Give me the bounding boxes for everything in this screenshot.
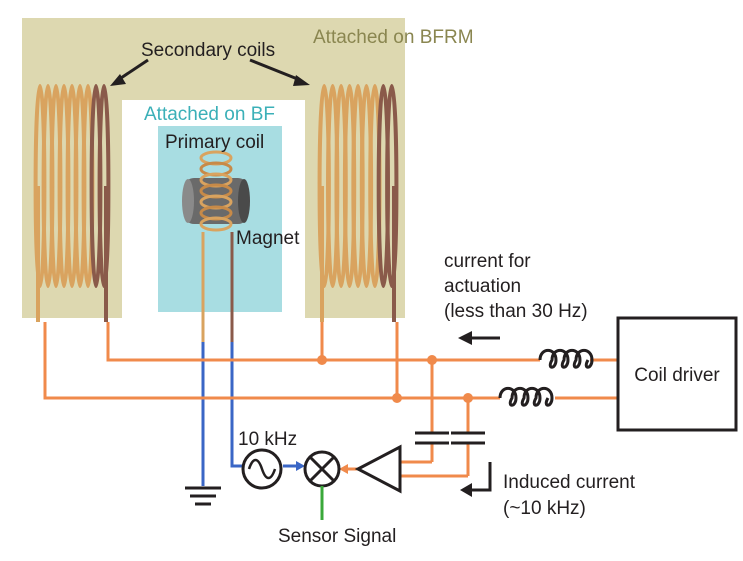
capacitor-symbols [415,431,485,445]
left-secondary-coil [33,84,111,322]
mixer-icon [303,450,341,488]
induced-current-line2: (~10 kHz) [503,498,586,519]
attached-bf-label: Attached on BF [144,104,275,125]
primary-coil [199,150,233,232]
pointer-arrows [110,58,310,86]
inductor-top [538,348,594,369]
coil-driver-label: Coil driver [634,365,720,386]
coil-driver-box [616,316,738,432]
actuation-label-line2: actuation [444,276,521,297]
orange-wires [43,322,618,478]
junctions [317,355,473,403]
sensor-signal-label: Sensor Signal [278,526,396,547]
induced-arrow-head [460,483,472,497]
actuation-arrow-icon [458,331,500,345]
magnet-label: Magnet [236,228,300,249]
actuation-label-line1: current for [444,251,531,272]
ground-icon [185,486,221,506]
induced-current-line1: Induced current [503,472,636,493]
induced-arrow-icon [470,462,492,492]
inductor-bottom [498,386,554,407]
right-secondary-coil [317,84,399,322]
arrow-to-mixer [296,461,305,471]
actuation-label-line3: (less than 30 Hz) [444,301,588,322]
attached-bfrm-label: Attached on BFRM [313,27,474,48]
sine-wave-icon [247,458,277,480]
frequency-label: 10 kHz [238,429,297,450]
primary-coil-label: Primary coil [165,132,264,153]
amplifier-icon [354,444,402,494]
secondary-coils-label: Secondary coils [141,40,275,61]
arrow-to-mixer-from-amp [339,464,348,474]
